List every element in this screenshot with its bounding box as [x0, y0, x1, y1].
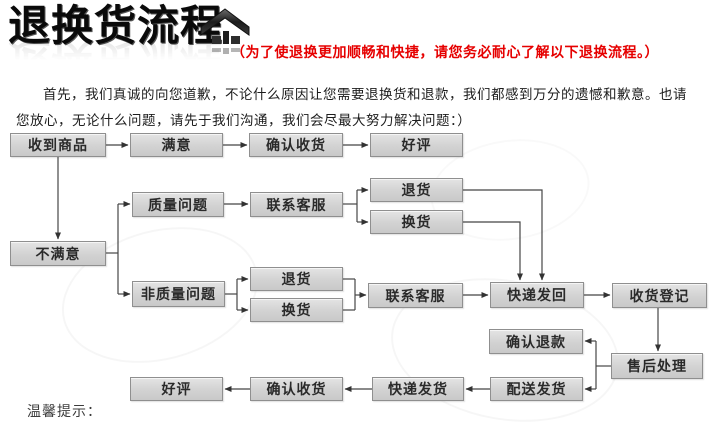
flow-node-exchange-goods-mid: 换货 — [250, 298, 343, 322]
flow-node-non-quality-issue: 非质量问题 — [132, 281, 225, 307]
header: 退换货流程 退换货流程 — [8, 1, 224, 84]
flow-node-confirm-receipt-bottom: 确认收货 — [250, 377, 343, 401]
flow-node-unsatisfied: 不满意 — [10, 241, 106, 266]
flow-node-after-sales-handling: 售后处理 — [611, 353, 703, 379]
flow-node-return-goods-right: 退货 — [370, 178, 463, 202]
header-note: （为了使退换更加顺畅和快捷，请您务必耐心了解以下退换流程。） — [231, 45, 659, 61]
flow-node-quality-issue: 质量问题 — [132, 192, 224, 217]
intro-paragraph: 首先，我们真诚的向您道歉，不论什么原因让您需要退换货和退款，我们都感到万分的遗憾… — [16, 87, 687, 129]
flow-node-receipt-registration: 收货登记 — [612, 283, 707, 308]
flow-node-confirm-refund: 确认退款 — [489, 329, 583, 354]
flow-node-express-shipment: 快递发货 — [372, 377, 464, 401]
flow-node-satisfied: 满意 — [130, 133, 223, 157]
flow-node-contact-service-1: 联系客服 — [250, 192, 343, 217]
flow-node-confirm-receipt-top: 确认收货 — [249, 133, 343, 157]
flow-node-received-goods: 收到商品 — [10, 133, 106, 157]
flow-node-good-review-top: 好评 — [370, 133, 463, 157]
flow-node-contact-service-2: 联系客服 — [368, 283, 463, 308]
flow-node-return-goods-mid: 退货 — [250, 267, 343, 291]
home-arrow-icon — [200, 8, 250, 54]
flow-node-exchange-goods-right: 换货 — [370, 210, 463, 234]
flow-node-express-send-back: 快递发回 — [490, 282, 584, 308]
flow-node-good-review-bottom: 好评 — [130, 377, 223, 401]
flow-node-dispatch-shipment: 配送发货 — [490, 377, 583, 401]
warm-tip-label: 温馨提示： — [27, 404, 102, 420]
page-title: 退换货流程 — [8, 1, 224, 50]
